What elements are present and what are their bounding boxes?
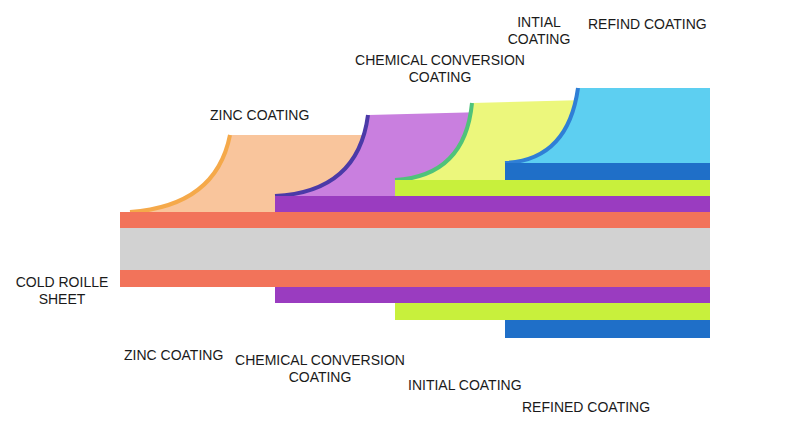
refined-edge: [505, 88, 578, 163]
layer-label: COLD ROILLE SHEET: [8, 274, 116, 308]
conversion-edge: [275, 115, 368, 196]
conversion-band: [275, 196, 710, 212]
layer-label: REFIND COATING: [588, 16, 788, 33]
layer-label: REFINED COATING: [522, 399, 692, 416]
initial-band: [395, 180, 710, 196]
initial-edge: [395, 103, 472, 180]
layer-label: INITIAL COATING: [408, 377, 568, 394]
layer-label: CHEMICAL CONVERSION COATING: [345, 52, 535, 86]
steel-core: [120, 228, 710, 270]
layer-label: CHEMICAL CONVERSION COATING: [222, 352, 418, 386]
zinc-band: [120, 270, 710, 287]
refined-layer: [505, 88, 710, 163]
refined-band: [505, 163, 710, 180]
conversion-band: [275, 287, 710, 303]
refined-band: [505, 320, 710, 338]
layer-label: INTIAL COATING: [493, 14, 585, 48]
zinc-band: [120, 212, 710, 228]
initial-band: [395, 303, 710, 320]
zinc-edge: [130, 135, 230, 212]
layer-label: ZINC COATING: [210, 107, 360, 124]
